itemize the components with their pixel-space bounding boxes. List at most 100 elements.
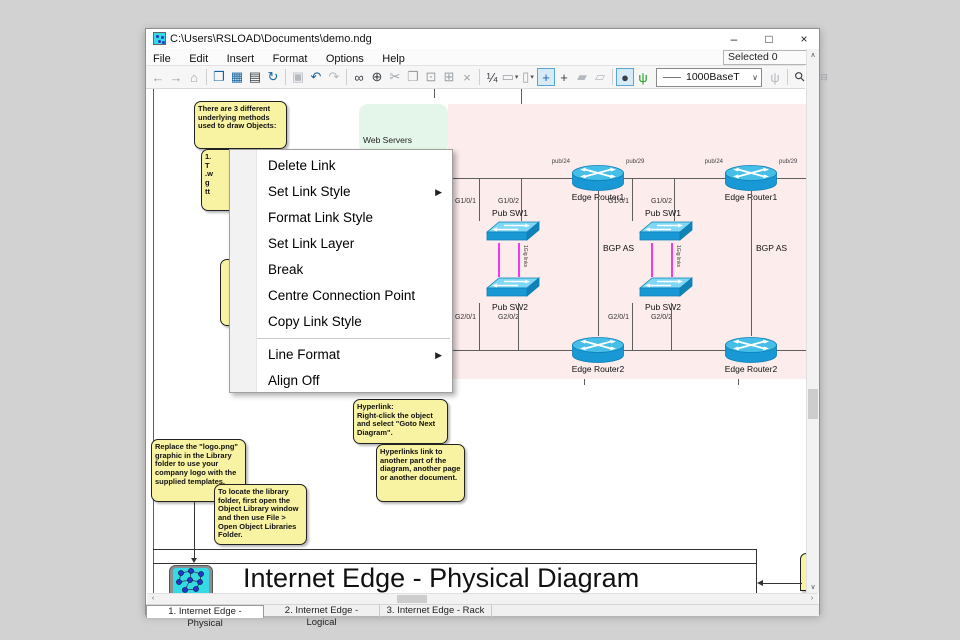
menu-file[interactable]: File (153, 53, 171, 65)
refresh-icon[interactable]: ↻ (267, 69, 279, 84)
note-draw-methods[interactable]: There are 3 different underlying methods… (194, 101, 287, 149)
save-icon[interactable]: ▦ (230, 69, 244, 84)
draw-line-angle-icon[interactable]: ¼ (486, 69, 498, 85)
zone-public-dmz[interactable] (448, 104, 806, 379)
title-bar: C:\Users\RSLOAD\Documents\demo.ndg – □ × (146, 29, 819, 50)
find-icon[interactable]: ∞ (354, 69, 364, 85)
forward-icon[interactable]: → (169, 69, 183, 85)
back-icon[interactable]: ← (151, 69, 165, 85)
router-icon[interactable] (725, 165, 777, 191)
switch-icon[interactable] (486, 277, 540, 299)
scroll-down-icon[interactable]: ∨ (810, 584, 816, 591)
menu-item-break[interactable]: Break (230, 257, 452, 283)
horizontal-scrollbar[interactable]: ‹ › (147, 593, 818, 604)
move-connection-point-icon[interactable]: + (560, 69, 568, 85)
trunk-link-line[interactable] (651, 243, 653, 277)
vertical-scrollbar[interactable]: ∧ ∨ (806, 49, 819, 593)
switch-label: Pub SW2 (645, 302, 681, 312)
bgp-label: BGP AS (603, 243, 635, 253)
link-line[interactable] (521, 178, 522, 221)
toolbar-options-icon[interactable]: ⊟ (820, 71, 828, 82)
note-clipped[interactable] (800, 553, 806, 591)
link-line[interactable] (671, 303, 672, 350)
show-object-icon[interactable]: ● (616, 68, 634, 86)
menu-format[interactable]: Format (272, 53, 308, 65)
bgp-link-line[interactable] (751, 191, 752, 336)
tab-internet-edge-physical[interactable]: 1. Internet Edge - Physical (146, 605, 264, 629)
delete-icon[interactable]: × (463, 69, 471, 85)
minimize-button[interactable]: – (730, 32, 738, 46)
trunk-link-line[interactable] (518, 243, 520, 277)
web-icon[interactable]: ⊕ (371, 69, 383, 84)
link-type-select[interactable]: 1000BaseT ∨ (656, 67, 762, 87)
undo-icon[interactable]: ↶ (310, 69, 322, 84)
switch-icon[interactable] (639, 277, 693, 299)
note-locate-library[interactable]: To locate the library folder, first open… (214, 484, 307, 545)
link-style-picker-icon[interactable]: ▭▾ (501, 68, 519, 86)
note-hyperlinks-link[interactable]: Hyperlinks link to another part of the d… (376, 444, 465, 502)
tab-internet-edge-rack[interactable]: 3. Internet Edge - Rack (380, 605, 492, 617)
note-clipped[interactable]: 1. T .w g tt (201, 149, 230, 211)
vertical-scroll-thumb[interactable] (808, 389, 818, 419)
menu-item-label: Copy Link Style (268, 314, 362, 329)
bring-to-front-icon[interactable]: ▰ (577, 69, 587, 84)
bgp-link-line[interactable] (598, 191, 599, 336)
menu-item-delete-link[interactable]: Delete Link (230, 153, 452, 179)
menu-insert[interactable]: Insert (226, 53, 255, 65)
router-icon[interactable] (572, 165, 624, 191)
link-line[interactable] (518, 303, 519, 350)
disconnect-mode-icon[interactable]: ψ (770, 69, 780, 85)
send-to-back-icon[interactable]: ▱ (595, 69, 605, 84)
subnet-label: pub/24 (704, 159, 723, 165)
menu-item-line-format[interactable]: Line Format▶ (230, 342, 452, 368)
diagram-title[interactable]: Internet Edge - Physical Diagram (243, 563, 640, 593)
menu-options[interactable]: Options (325, 53, 364, 65)
home-icon[interactable]: ⌂ (190, 69, 198, 85)
menu-help[interactable]: Help (382, 53, 405, 65)
scroll-right-icon[interactable]: › (810, 595, 814, 602)
trunk-link-line[interactable] (498, 243, 500, 277)
menu-item-centre-connection-point[interactable]: Centre Connection Point (230, 283, 452, 309)
cut-icon[interactable]: ✂ (389, 69, 401, 84)
switch-icon[interactable] (486, 221, 540, 243)
connect-mode-icon[interactable]: ψ (638, 69, 648, 85)
menu-edit[interactable]: Edit (189, 53, 209, 65)
menu-item-format-link-style[interactable]: Format Link Style (230, 205, 452, 231)
note-hyperlink[interactable]: Hyperlink: Right-click the object and se… (353, 399, 448, 444)
open-diagram-icon[interactable]: ❐ (213, 69, 225, 84)
link-line[interactable] (674, 178, 675, 221)
scroll-left-icon[interactable]: ‹ (151, 595, 155, 602)
horizontal-scroll-thumb[interactable] (397, 595, 427, 603)
link-line[interactable] (632, 303, 633, 350)
company-logo[interactable] (169, 565, 213, 593)
app-window: C:\Users\RSLOAD\Documents\demo.ndg – □ ×… (145, 28, 828, 629)
paste-front-icon[interactable]: ⊡ (425, 69, 437, 84)
tab-internet-edge-logical[interactable]: 2. Internet Edge - Logical (264, 605, 380, 628)
insert-picture-icon[interactable]: ▣ (291, 69, 305, 84)
snap-crosshair-icon[interactable]: + (537, 68, 555, 86)
router-icon[interactable] (572, 337, 624, 363)
maximize-button[interactable]: □ (765, 32, 773, 46)
print-icon[interactable]: ▤ (248, 69, 262, 84)
link-end-picker-icon[interactable]: ▯▾ (519, 68, 537, 86)
link-line[interactable] (632, 178, 633, 221)
paste-back-icon[interactable]: ⊞ (443, 69, 455, 84)
diagram-canvas[interactable]: Web Servers G1/0/1 G1/0/2 Pub SW1 1Gig l… (148, 89, 806, 593)
scroll-up-icon[interactable]: ∧ (810, 52, 816, 59)
menu-separator (257, 338, 450, 339)
link-line[interactable] (479, 178, 480, 221)
copy-icon[interactable]: ❐ (407, 69, 419, 84)
trunk-link-line[interactable] (671, 243, 673, 277)
router-icon[interactable] (725, 337, 777, 363)
router-label: Edge Router2 (724, 364, 778, 374)
menu-item-set-link-style[interactable]: Set Link Style▶ (230, 179, 452, 205)
switch-icon[interactable] (639, 221, 693, 243)
redo-icon[interactable]: ↷ (328, 69, 340, 84)
menu-item-align-off[interactable]: Align Off (230, 368, 452, 394)
menu-item-label: Centre Connection Point (268, 288, 416, 303)
close-button[interactable]: × (800, 32, 808, 46)
menu-item-copy-link-style[interactable]: Copy Link Style (230, 309, 452, 335)
zone-web-servers[interactable] (359, 104, 448, 153)
menu-item-set-link-layer[interactable]: Set Link Layer (230, 231, 452, 257)
link-line[interactable] (479, 303, 480, 350)
